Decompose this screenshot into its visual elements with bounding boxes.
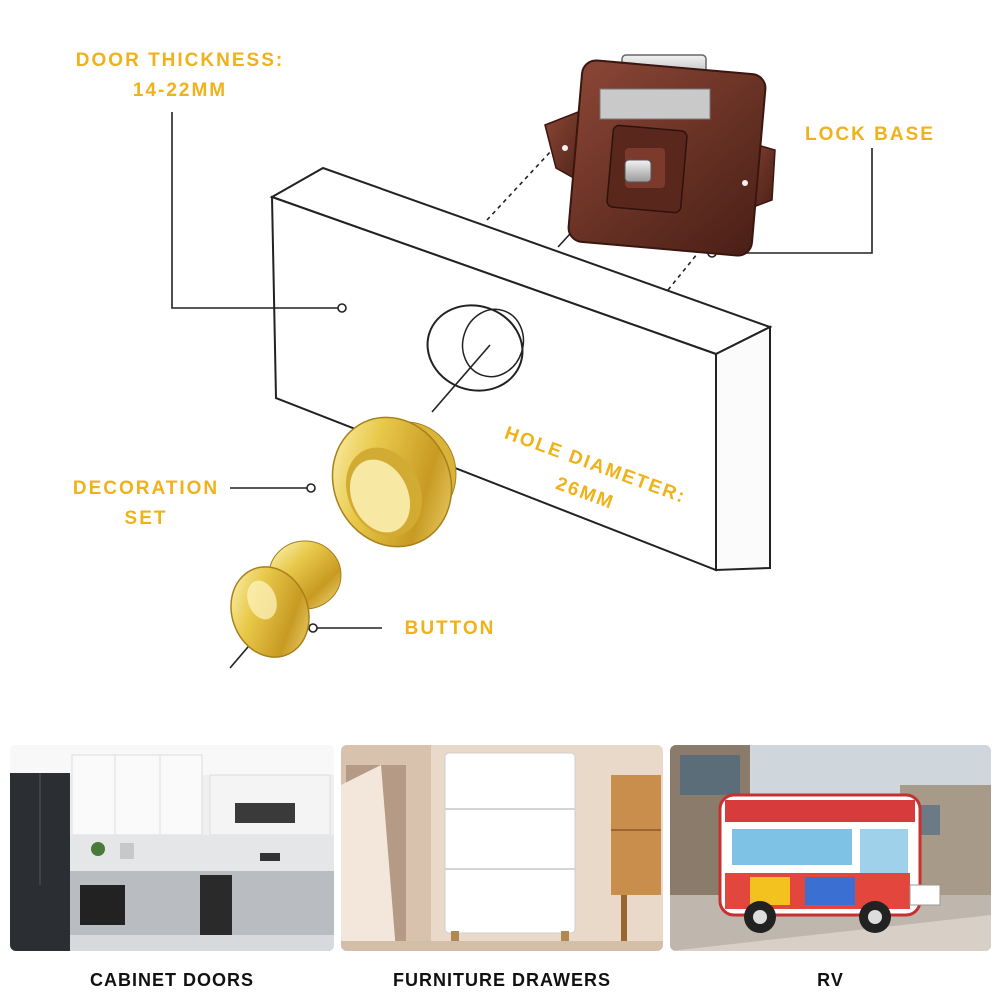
button-label: BUTTON (404, 618, 496, 639)
installation-diagram (171, 54, 873, 669)
cabinet-doors-photo (10, 745, 334, 951)
lock-base-label: LOCK BASE (805, 124, 935, 145)
door-panel (269, 166, 773, 572)
caption-furniture-drawers: FURNITURE DRAWERS (393, 970, 611, 990)
caption-cabinet-doors: CABINET DOORS (89, 970, 254, 990)
decoration-line2: SET (124, 508, 168, 529)
caption-rv: RV (817, 970, 844, 990)
door-thickness-value: 14-22MM (132, 80, 228, 101)
lock-base-illustration (544, 54, 776, 257)
decoration-line1: DECORATION (72, 478, 220, 499)
leader-lines (171, 112, 873, 669)
door-thickness-label: DOOR THICKNESS: 14-22MM (60, 46, 300, 106)
decoration-set-label: DECORATION SET (58, 474, 234, 534)
decoration-ring-illustration (331, 416, 457, 548)
furniture-drawers-photo (341, 745, 663, 951)
push-button-illustration (230, 540, 342, 658)
rv-photo (670, 745, 991, 951)
door-thickness-title: DOOR THICKNESS: (75, 50, 285, 71)
